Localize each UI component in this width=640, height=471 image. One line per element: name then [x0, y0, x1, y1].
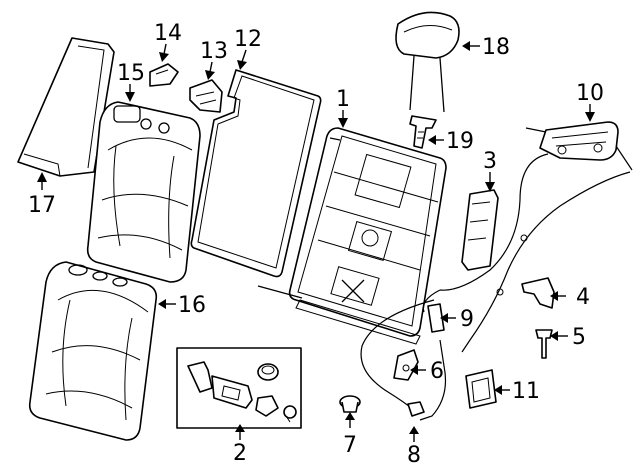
- callout-18: 18: [482, 35, 510, 60]
- part-12-rear-panel: [190, 69, 322, 278]
- part-3-side-bracket: [461, 189, 499, 271]
- part-8-cable-end: [407, 401, 425, 417]
- callout-11: 11: [512, 379, 540, 404]
- callout-12: 12: [234, 27, 262, 52]
- part-17-side-trim: [17, 37, 115, 177]
- part-15-backrest-cover: [86, 101, 201, 283]
- callout-6: 6: [430, 359, 444, 384]
- part-11-release-handle: [465, 369, 497, 409]
- callout-4: 4: [576, 285, 590, 310]
- part-6-cable-bracket: [393, 349, 419, 381]
- part-7-grommet: [339, 395, 361, 413]
- callout-14: 14: [154, 21, 182, 46]
- part-19-headrest-guide: [409, 115, 437, 149]
- part-5-bolt: [535, 329, 553, 359]
- callout-16: 16: [178, 293, 206, 318]
- callout-2: 2: [233, 441, 247, 466]
- callout-1: 1: [336, 87, 350, 112]
- part-13-bracket: [189, 79, 223, 113]
- callout-9: 9: [460, 307, 474, 332]
- callout-5: 5: [572, 325, 586, 350]
- callout-3: 3: [483, 149, 497, 174]
- callout-17: 17: [28, 193, 56, 218]
- release-cables: [360, 153, 631, 421]
- callout-7: 7: [343, 433, 357, 458]
- callout-leaders: [37, 41, 595, 442]
- part-10-release-latch: [525, 121, 633, 171]
- part-4-trim-bracket: [521, 277, 555, 309]
- callout-10: 10: [576, 81, 604, 106]
- part-18-headrest: [395, 11, 460, 113]
- callout-19: 19: [446, 129, 474, 154]
- part-14-clip: [149, 63, 179, 87]
- callout-labels: 1 2 3 4 5 6 7 8 9 10 11 12 13 14 15 16 1…: [28, 21, 604, 468]
- callout-8: 8: [407, 443, 421, 468]
- part-2-hardware-kit: [176, 347, 302, 429]
- callout-13: 13: [200, 39, 228, 64]
- part-9-cable-clip: [427, 303, 445, 333]
- callout-15: 15: [117, 61, 145, 86]
- part-16-seat-cushion: [28, 261, 158, 441]
